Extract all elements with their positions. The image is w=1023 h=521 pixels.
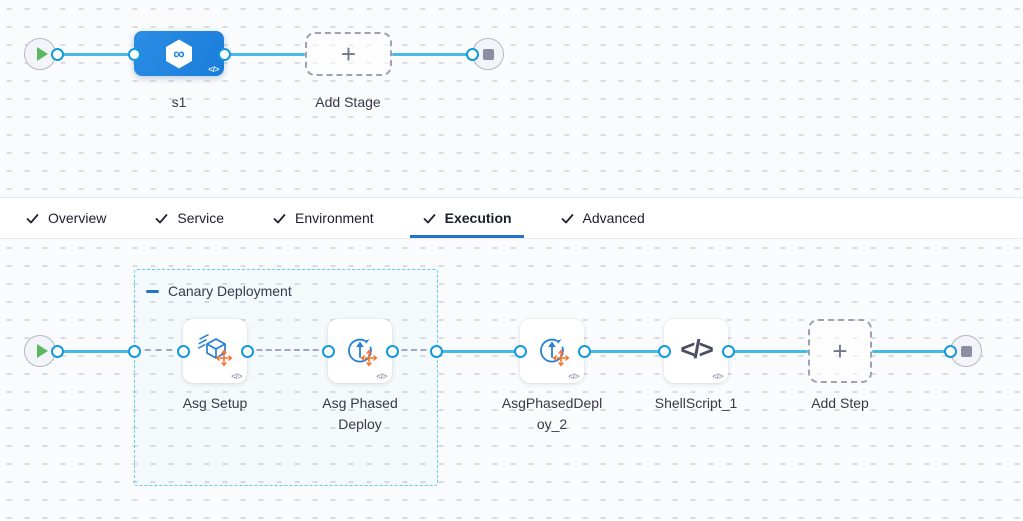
tab-label: Advanced: [582, 210, 645, 226]
connector-line: [584, 350, 664, 353]
connector-line: [392, 53, 472, 56]
tab-advanced[interactable]: Advanced: [548, 198, 657, 238]
stop-icon: [482, 48, 494, 60]
move-handle-icon[interactable]: [552, 349, 570, 367]
tab-label: Service: [177, 210, 225, 226]
step-name-label: AsgPhasedDeploy_2: [501, 395, 603, 432]
connector-port[interactable]: [50, 47, 64, 61]
tab-label: Overview: [48, 210, 107, 226]
step-name-label: Asg Phased Deploy: [322, 395, 398, 432]
connector-port[interactable]: [465, 47, 479, 61]
collapse-group-icon[interactable]: [146, 289, 159, 293]
connector-line: [436, 350, 520, 353]
connector-line-dashed: [392, 349, 436, 351]
add-step-label: Add Step: [811, 395, 869, 411]
check-icon: [155, 213, 168, 223]
tab-environment[interactable]: Environment: [260, 198, 386, 238]
connector-port[interactable]: [721, 344, 735, 358]
add-step-button[interactable]: +: [808, 319, 872, 383]
plus-icon: +: [340, 39, 357, 69]
step-node-shellscript-1[interactable]: </> </>: [664, 319, 728, 383]
connector-port[interactable]: [127, 47, 141, 61]
connector-line: [224, 53, 305, 56]
connector-line-dashed: [134, 349, 183, 351]
stop-icon: [960, 345, 972, 357]
check-icon: [273, 213, 286, 223]
add-stage-label: Add Stage: [315, 94, 381, 110]
connector-port[interactable]: [217, 47, 231, 61]
connector-line: [728, 350, 808, 353]
code-view-icon[interactable]: </>: [568, 371, 579, 381]
step-name-label: ShellScript_1: [654, 395, 738, 411]
step-node-asg-phased-deploy[interactable]: </>: [328, 319, 392, 383]
tab-overview[interactable]: Overview: [13, 198, 118, 238]
svg-text:∞: ∞: [173, 46, 184, 63]
connector-port[interactable]: [513, 344, 527, 358]
tab-execution[interactable]: Execution: [409, 198, 524, 238]
shell-script-icon: </>: [680, 333, 714, 364]
connector-line: [872, 350, 950, 353]
stage-name-label: s1: [171, 94, 187, 110]
connector-port[interactable]: [127, 344, 141, 358]
code-view-icon[interactable]: </>: [376, 371, 387, 381]
connector-line: [57, 350, 134, 353]
step-name-label: Asg Setup: [182, 395, 248, 411]
stage-node-s1[interactable]: ∞ </>: [134, 31, 224, 76]
step-node-asg-setup[interactable]: </>: [183, 319, 247, 383]
connector-port[interactable]: [385, 344, 399, 358]
connector-line: [57, 53, 134, 56]
tab-service[interactable]: Service: [142, 198, 236, 238]
tab-label: Execution: [444, 210, 512, 226]
connector-port[interactable]: [176, 344, 190, 358]
connector-port[interactable]: [321, 344, 335, 358]
code-view-icon[interactable]: </>: [712, 371, 723, 381]
harness-stage-icon: ∞: [166, 39, 192, 68]
execution-graph-canvas: Canary Deployment </> Asg Setup: [0, 239, 1023, 520]
step-group-label: Canary Deployment: [168, 283, 292, 299]
check-icon: [561, 213, 573, 223]
asg-phased-deploy-icon: [348, 338, 372, 363]
play-icon: [36, 47, 48, 61]
asg-phased-deploy-icon: [540, 338, 564, 363]
connector-port[interactable]: [657, 344, 671, 358]
connector-line-dashed: [247, 349, 328, 351]
add-stage-button[interactable]: +: [305, 32, 392, 76]
check-icon: [26, 213, 39, 223]
move-handle-icon[interactable]: [215, 349, 233, 367]
step-group-canary-deployment: [134, 269, 438, 486]
connector-port[interactable]: [429, 344, 443, 358]
step-group-header[interactable]: Canary Deployment: [146, 283, 292, 299]
step-node-asgphaseddeploy-2[interactable]: </>: [520, 319, 584, 383]
code-view-icon[interactable]: </>: [208, 64, 219, 74]
play-icon: [36, 344, 48, 358]
move-handle-icon[interactable]: [360, 349, 378, 367]
code-view-icon[interactable]: </>: [231, 371, 242, 381]
connector-port[interactable]: [240, 344, 254, 358]
tab-label: Environment: [295, 210, 374, 226]
connector-port[interactable]: [50, 344, 64, 358]
connector-port[interactable]: [577, 344, 591, 358]
connector-port[interactable]: [943, 344, 957, 358]
plus-icon: +: [832, 336, 848, 366]
stage-graph-canvas: ∞ </> s1 + Add Stage: [0, 0, 1023, 198]
stage-config-tabbar: Overview Service Environment Execution A…: [0, 198, 1023, 239]
check-icon: [423, 213, 436, 223]
